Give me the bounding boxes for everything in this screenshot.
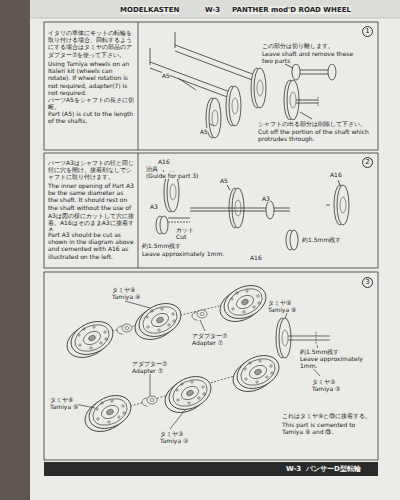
instruction-text: (Guide for part 3): [146, 172, 198, 179]
part-callout: A5: [162, 72, 170, 79]
instruction-text: この部分は切り離します。: [262, 42, 362, 49]
instruction-text: Tamiya ⑨: [112, 293, 140, 300]
step-number: 3: [362, 277, 373, 288]
sheet-title: PANTHER mod'D ROAD WHEEL: [232, 6, 351, 14]
instruction-text: イタリの車体にキットの転輪を取り付ける場合、回転するようにする場合はタミヤの部品…: [48, 29, 134, 58]
instruction-text: Tamiya ⑨: [268, 306, 296, 313]
panel-frames: [44, 22, 378, 460]
instruction-text: パンサーD型転輪: [306, 465, 361, 473]
part-callout: A16: [250, 254, 262, 261]
step2-drawing: [156, 170, 349, 250]
instruction-text: Part A3 should be cut as shown in the di…: [48, 231, 134, 260]
part-callout: W-3: [205, 6, 220, 14]
instruction-text: シャフトの出る部分は削除して下さい。: [258, 120, 370, 127]
instruction-text: Part (A5) is cut to the length of the sh…: [48, 110, 134, 124]
step-number: 1: [362, 26, 373, 37]
part-callout: A5: [200, 128, 208, 135]
instruction-text: パーツA3はシャフトの径と同じ径に穴を開け、接着剤なしでシャフトに取り付けます。: [48, 159, 134, 181]
instruction-text: Tamiya ⑨: [50, 403, 78, 410]
instruction-text: Using Tamiya wheels on an Italeri kit (w…: [48, 60, 134, 96]
part-callout: A3: [150, 203, 158, 210]
instruction-text: 約1.5mm残す: [302, 236, 341, 243]
instruction-text: パーツA5をシャフトの長さに切断。: [48, 96, 134, 110]
instruction-text: Adapter ⑦: [132, 367, 163, 374]
instruction-text: This part is cemented to Tamiya ⑨ and ⑬.: [282, 421, 374, 435]
part-callout: A16: [158, 158, 170, 165]
instruction-text: これはタミヤ⑨と⑬に接着する。: [282, 412, 374, 419]
part-callout: A16: [330, 171, 342, 178]
instruction-text: MODELKASTEN: [120, 6, 179, 14]
step-number: 2: [362, 157, 373, 168]
instruction-text: Cut off the portion of the shaft which p…: [258, 128, 370, 142]
part-callout: Cut: [176, 233, 186, 240]
part-callout: A5: [220, 177, 228, 184]
instruction-text: Leave approximately 1mm.: [300, 355, 372, 369]
footer-bar: [44, 462, 378, 476]
part-callout: A3: [262, 195, 270, 202]
instruction-text: Leave shaft and remove these two parts: [262, 50, 362, 64]
instruction-text: Tamiya ③: [160, 437, 188, 444]
instruction-text: 約1.5mm残す: [142, 242, 181, 249]
instruction-text: Leave approximately 1mm.: [142, 250, 224, 257]
instruction-text: Adapter ⑦: [192, 339, 223, 346]
instruction-text: Tamiya ③: [312, 385, 340, 392]
part-callout: W-3: [286, 465, 301, 473]
